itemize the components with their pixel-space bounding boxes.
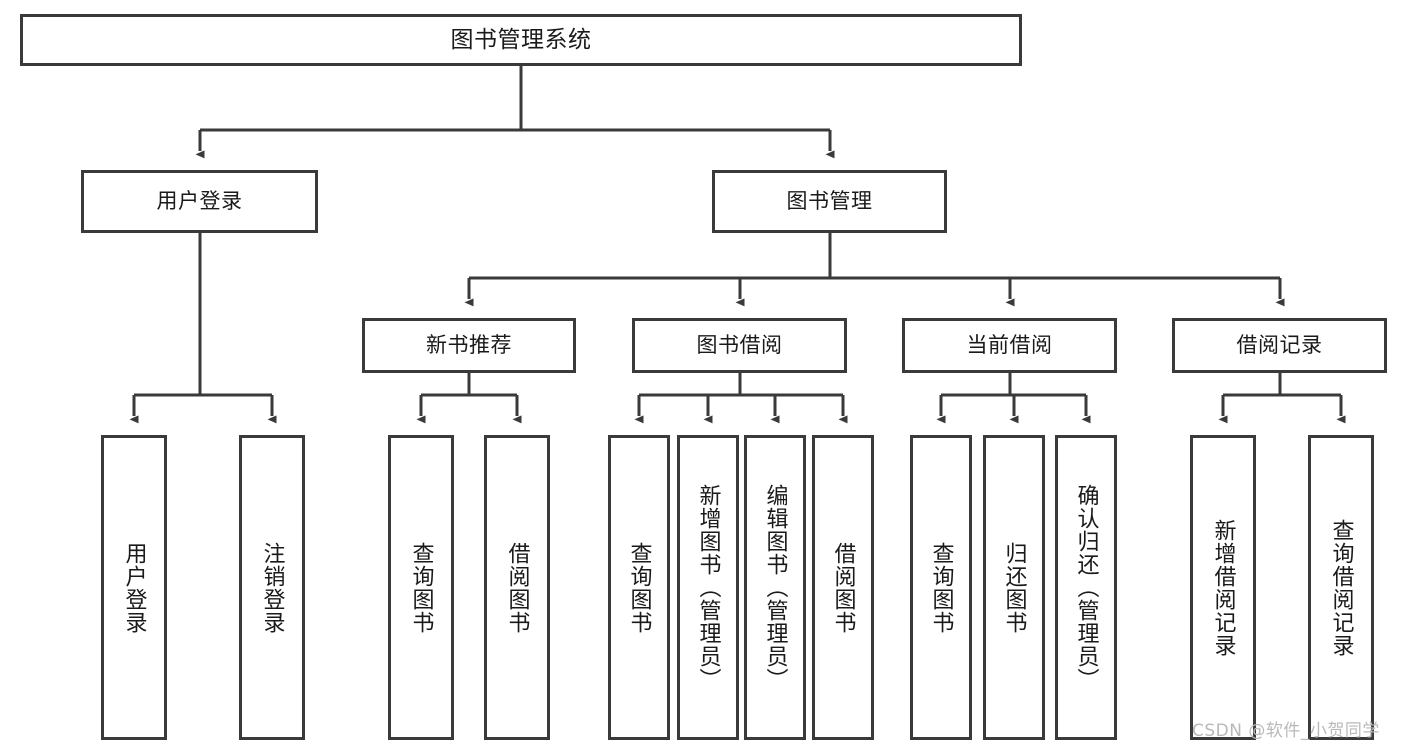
node-label-leaf-borrow-book-recommend: 借阅图书 bbox=[504, 541, 530, 634]
node-borrow-record[interactable]: 借阅记录 bbox=[1172, 318, 1387, 373]
node-label-book-borrow: 图书借阅 bbox=[696, 332, 783, 357]
node-label-leaf-query-borrow-record: 查询借阅记录 bbox=[1328, 518, 1354, 657]
node-leaf-query-book-borrow[interactable]: 查询图书 bbox=[608, 435, 670, 740]
node-leaf-query-book-current[interactable]: 查询图书 bbox=[910, 435, 972, 740]
node-leaf-add-book-admin[interactable]: 新增图书（管理员） bbox=[677, 435, 739, 740]
node-label-leaf-query-book-borrow: 查询图书 bbox=[626, 541, 652, 634]
node-leaf-user-login[interactable]: 用户登录 bbox=[101, 435, 167, 740]
node-label-leaf-query-book-current: 查询图书 bbox=[928, 541, 954, 634]
node-book-management[interactable]: 图书管理 bbox=[712, 170, 947, 233]
node-current-borrow[interactable]: 当前借阅 bbox=[902, 318, 1117, 373]
node-label-leaf-add-borrow-record: 新增借阅记录 bbox=[1210, 518, 1236, 657]
node-label-root: 图书管理系统 bbox=[450, 26, 592, 53]
node-label-borrow-record: 借阅记录 bbox=[1236, 332, 1323, 357]
node-label-book-management: 图书管理 bbox=[786, 188, 873, 213]
node-leaf-edit-book-admin[interactable]: 编辑图书（管理员） bbox=[744, 435, 806, 740]
node-book-borrow[interactable]: 图书借阅 bbox=[632, 318, 847, 373]
node-label-leaf-edit-book-admin: 编辑图书（管理员） bbox=[762, 484, 788, 691]
node-leaf-return-book[interactable]: 归还图书 bbox=[983, 435, 1045, 740]
node-root[interactable]: 图书管理系统 bbox=[20, 14, 1022, 66]
node-label-leaf-logout: 注销登录 bbox=[259, 541, 285, 634]
node-new-book-recommend[interactable]: 新书推荐 bbox=[362, 318, 576, 373]
node-leaf-query-borrow-record[interactable]: 查询借阅记录 bbox=[1308, 435, 1374, 740]
node-label-leaf-add-book-admin: 新增图书（管理员） bbox=[695, 484, 721, 691]
node-label-leaf-query-book-recommend: 查询图书 bbox=[408, 541, 434, 634]
csdn-watermark: CSDN @软件_小贺同学 bbox=[1192, 721, 1380, 741]
node-label-current-borrow: 当前借阅 bbox=[966, 332, 1053, 357]
node-label-user-login: 用户登录 bbox=[156, 188, 243, 213]
node-leaf-borrow-book[interactable]: 借阅图书 bbox=[812, 435, 874, 740]
node-leaf-borrow-book-recommend[interactable]: 借阅图书 bbox=[484, 435, 550, 740]
node-label-new-book-recommend: 新书推荐 bbox=[426, 332, 512, 357]
node-leaf-add-borrow-record[interactable]: 新增借阅记录 bbox=[1190, 435, 1256, 740]
node-leaf-query-book-recommend[interactable]: 查询图书 bbox=[388, 435, 454, 740]
node-label-leaf-confirm-return-admin: 确认归还（管理员） bbox=[1073, 484, 1099, 691]
node-label-leaf-return-book: 归还图书 bbox=[1001, 541, 1027, 634]
node-user-login[interactable]: 用户登录 bbox=[81, 170, 318, 233]
node-leaf-confirm-return-admin[interactable]: 确认归还（管理员） bbox=[1055, 435, 1117, 740]
node-label-leaf-borrow-book: 借阅图书 bbox=[830, 541, 856, 634]
node-leaf-logout[interactable]: 注销登录 bbox=[239, 435, 305, 740]
node-label-leaf-user-login: 用户登录 bbox=[121, 541, 147, 634]
